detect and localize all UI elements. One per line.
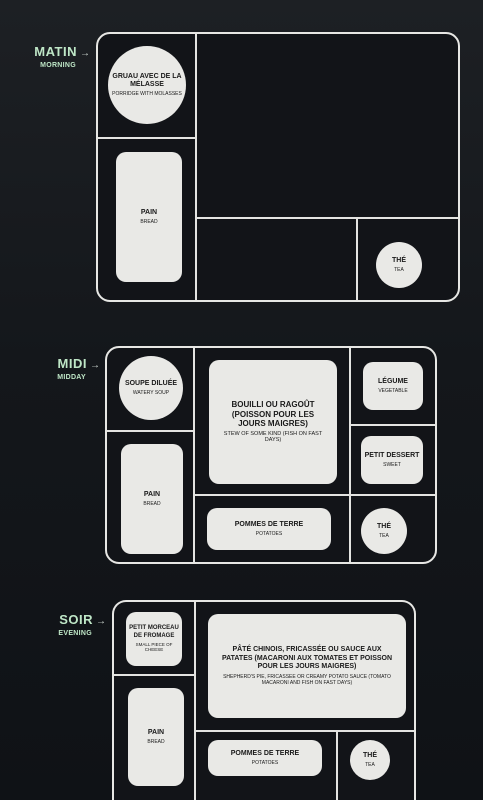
potatoes-name-fr: POMMES DE TERRE: [234, 520, 304, 528]
divider: [195, 494, 349, 496]
stew-name-en: STEW OF SOME KIND (FISH ON FAST DAYS): [223, 430, 323, 444]
bread-plate: PAIN BREAD: [121, 444, 183, 554]
morning-label: MATIN→ MORNING: [22, 44, 90, 69]
tea-name-fr: THÉ: [363, 751, 377, 759]
vegetable-plate: LÉGUME VEGETABLE: [363, 362, 423, 410]
dessert-plate: PETIT DESSERT SWEET: [361, 436, 423, 484]
evening-tray: PETIT MORCEAU DE FROMAGE SMALL PIECE OF …: [112, 600, 416, 800]
tea-name-en: TEA: [365, 762, 375, 769]
potatoes-name-en: POTATOES: [251, 760, 279, 767]
morning-tray: GRUAU AVEC DE LA MÉLASSE PORRIDGE WITH M…: [96, 32, 460, 302]
divider: [193, 348, 195, 562]
tea-cup: THÉ TEA: [350, 740, 390, 780]
pie-name-en: SHEPHERD'S PIE, FRICASSEE OR CREAMY POTA…: [223, 673, 391, 686]
tea-name-en: TEA: [379, 533, 389, 540]
divider: [195, 34, 197, 300]
divider: [196, 730, 414, 732]
arrow-right-icon: →: [90, 360, 100, 371]
midday-tray: SOUPE DILUÉE WATERY SOUP BOUILLI OU RAGO…: [105, 346, 437, 564]
pie-plate: PÂTÉ CHINOIS, FRICASSÉE OU SAUCE AUX PAT…: [208, 614, 406, 718]
divider: [194, 602, 196, 800]
divider: [107, 430, 193, 432]
potatoes-plate: POMMES DE TERRE POTATOES: [208, 740, 322, 776]
bread-name-fr: PAIN: [140, 208, 158, 216]
divider: [336, 732, 338, 800]
bread-name-en: BREAD: [143, 501, 161, 508]
divider: [114, 674, 194, 676]
cheese-name-en: SMALL PIECE OF CHEESE: [135, 641, 173, 653]
bread-name-fr: PAIN: [143, 490, 161, 498]
tea-name-en: TEA: [394, 267, 404, 274]
stew-plate: BOUILLI OU RAGOÛT (POISSON POUR LES JOUR…: [209, 360, 337, 484]
porridge-bowl: GRUAU AVEC DE LA MÉLASSE PORRIDGE WITH M…: [108, 46, 186, 124]
dessert-name-fr: PETIT DESSERT: [364, 451, 420, 459]
divider: [351, 494, 435, 496]
soup-name-en: WATERY SOUP: [132, 390, 170, 397]
stew-name-fr: BOUILLI OU RAGOÛT (POISSON POUR LES JOUR…: [231, 400, 315, 429]
divider: [349, 348, 351, 562]
bread-name-fr: PAIN: [147, 728, 165, 736]
cheese-plate: PETIT MORCEAU DE FROMAGE SMALL PIECE OF …: [126, 612, 182, 666]
tea-cup: THÉ TEA: [361, 508, 407, 554]
dessert-name-en: SWEET: [383, 462, 401, 469]
morning-label-fr: MATIN: [34, 44, 77, 59]
cheese-name-fr: PETIT MORCEAU DE FROMAGE: [129, 625, 179, 639]
morning-label-en: MORNING: [40, 62, 76, 69]
divider: [351, 424, 435, 426]
arrow-right-icon: →: [96, 616, 106, 627]
bread-plate: PAIN BREAD: [116, 152, 182, 282]
bread-name-en: BREAD: [140, 219, 158, 226]
soup-bowl: SOUPE DILUÉE WATERY SOUP: [119, 356, 183, 420]
midday-label-fr: MIDI: [57, 356, 87, 371]
arrow-right-icon: →: [80, 48, 90, 59]
midday-label: MIDI→ MIDDAY: [40, 356, 100, 381]
potatoes-name-fr: POMMES DE TERRE: [230, 749, 300, 757]
bread-name-en: BREAD: [147, 739, 165, 746]
divider: [195, 217, 458, 219]
midday-label-en: MIDDAY: [57, 374, 86, 381]
potatoes-plate: POMMES DE TERRE POTATOES: [207, 508, 331, 550]
divider: [98, 137, 195, 139]
bread-plate: PAIN BREAD: [128, 688, 184, 786]
porridge-name-en: PORRIDGE WITH MOLASSES: [112, 91, 182, 98]
evening-label-en: EVENING: [58, 630, 92, 637]
tea-name-fr: THÉ: [377, 522, 391, 530]
pie-name-fr: PÂTÉ CHINOIS, FRICASSÉE OU SAUCE AUX PAT…: [221, 646, 393, 671]
tea-cup: THÉ TEA: [376, 242, 422, 288]
potatoes-name-en: POTATOES: [255, 531, 283, 538]
porridge-name-fr: GRUAU AVEC DE LA MÉLASSE: [112, 72, 182, 88]
soup-name-fr: SOUPE DILUÉE: [124, 379, 178, 387]
evening-label-fr: SOIR: [59, 612, 93, 627]
tea-name-fr: THÉ: [392, 256, 406, 264]
divider: [356, 217, 358, 300]
evening-label: SOIR→ EVENING: [46, 612, 106, 637]
vegetable-name-en: VEGETABLE: [378, 388, 408, 395]
vegetable-name-fr: LÉGUME: [378, 377, 408, 385]
